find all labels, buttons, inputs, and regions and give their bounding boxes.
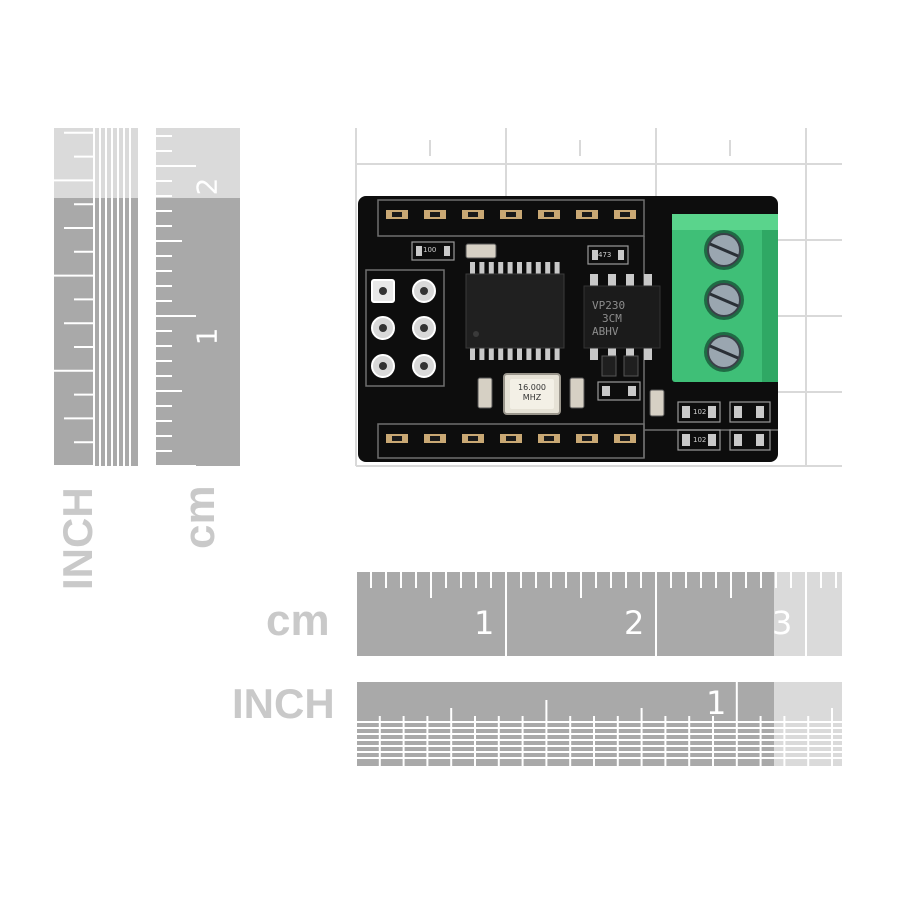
cm-horizontal-number-3: 3 xyxy=(772,604,793,642)
cm-vertical-label: cm xyxy=(175,485,224,549)
screw-terminal-block xyxy=(672,214,778,382)
cm-horizontal-number-2: 2 xyxy=(624,604,645,642)
inch-vertical-label: INCH xyxy=(54,487,101,590)
cm-vertical-number-2: 2 xyxy=(190,177,224,196)
crystal-unit: MHZ xyxy=(522,393,542,402)
inch-horizontal-label: INCH xyxy=(232,680,335,727)
bottom-header-pins xyxy=(386,434,636,443)
chip-marking: VP230 3CM ABHV xyxy=(592,299,658,338)
cm-horizontal-number-1: 1 xyxy=(474,604,495,642)
transceiver-chip xyxy=(583,274,661,360)
cm-vertical-number-1: 1 xyxy=(190,327,224,346)
capacitors xyxy=(465,243,665,417)
resistor-label-2: 102 xyxy=(693,436,707,444)
resistor-label-1: 102 xyxy=(693,408,707,416)
chip-marking-line1: VP230 xyxy=(592,299,626,312)
mcp2515-chip xyxy=(465,262,565,360)
capacitor-label: 100 xyxy=(423,246,437,254)
cm-horizontal-label: cm xyxy=(266,596,330,645)
crystal-oscillator xyxy=(503,373,561,415)
top-header-pins xyxy=(386,210,636,219)
resistor-label-top: 473 xyxy=(598,251,612,259)
crystal-frequency: 16.000 xyxy=(518,383,546,392)
inch-horizontal-number-1: 1 xyxy=(706,684,727,722)
chip-marking-line2: 3CM xyxy=(602,312,622,325)
crystal-label: 16.000 MHZ xyxy=(508,383,556,403)
chip-marking-line3: ABHV xyxy=(592,325,619,338)
